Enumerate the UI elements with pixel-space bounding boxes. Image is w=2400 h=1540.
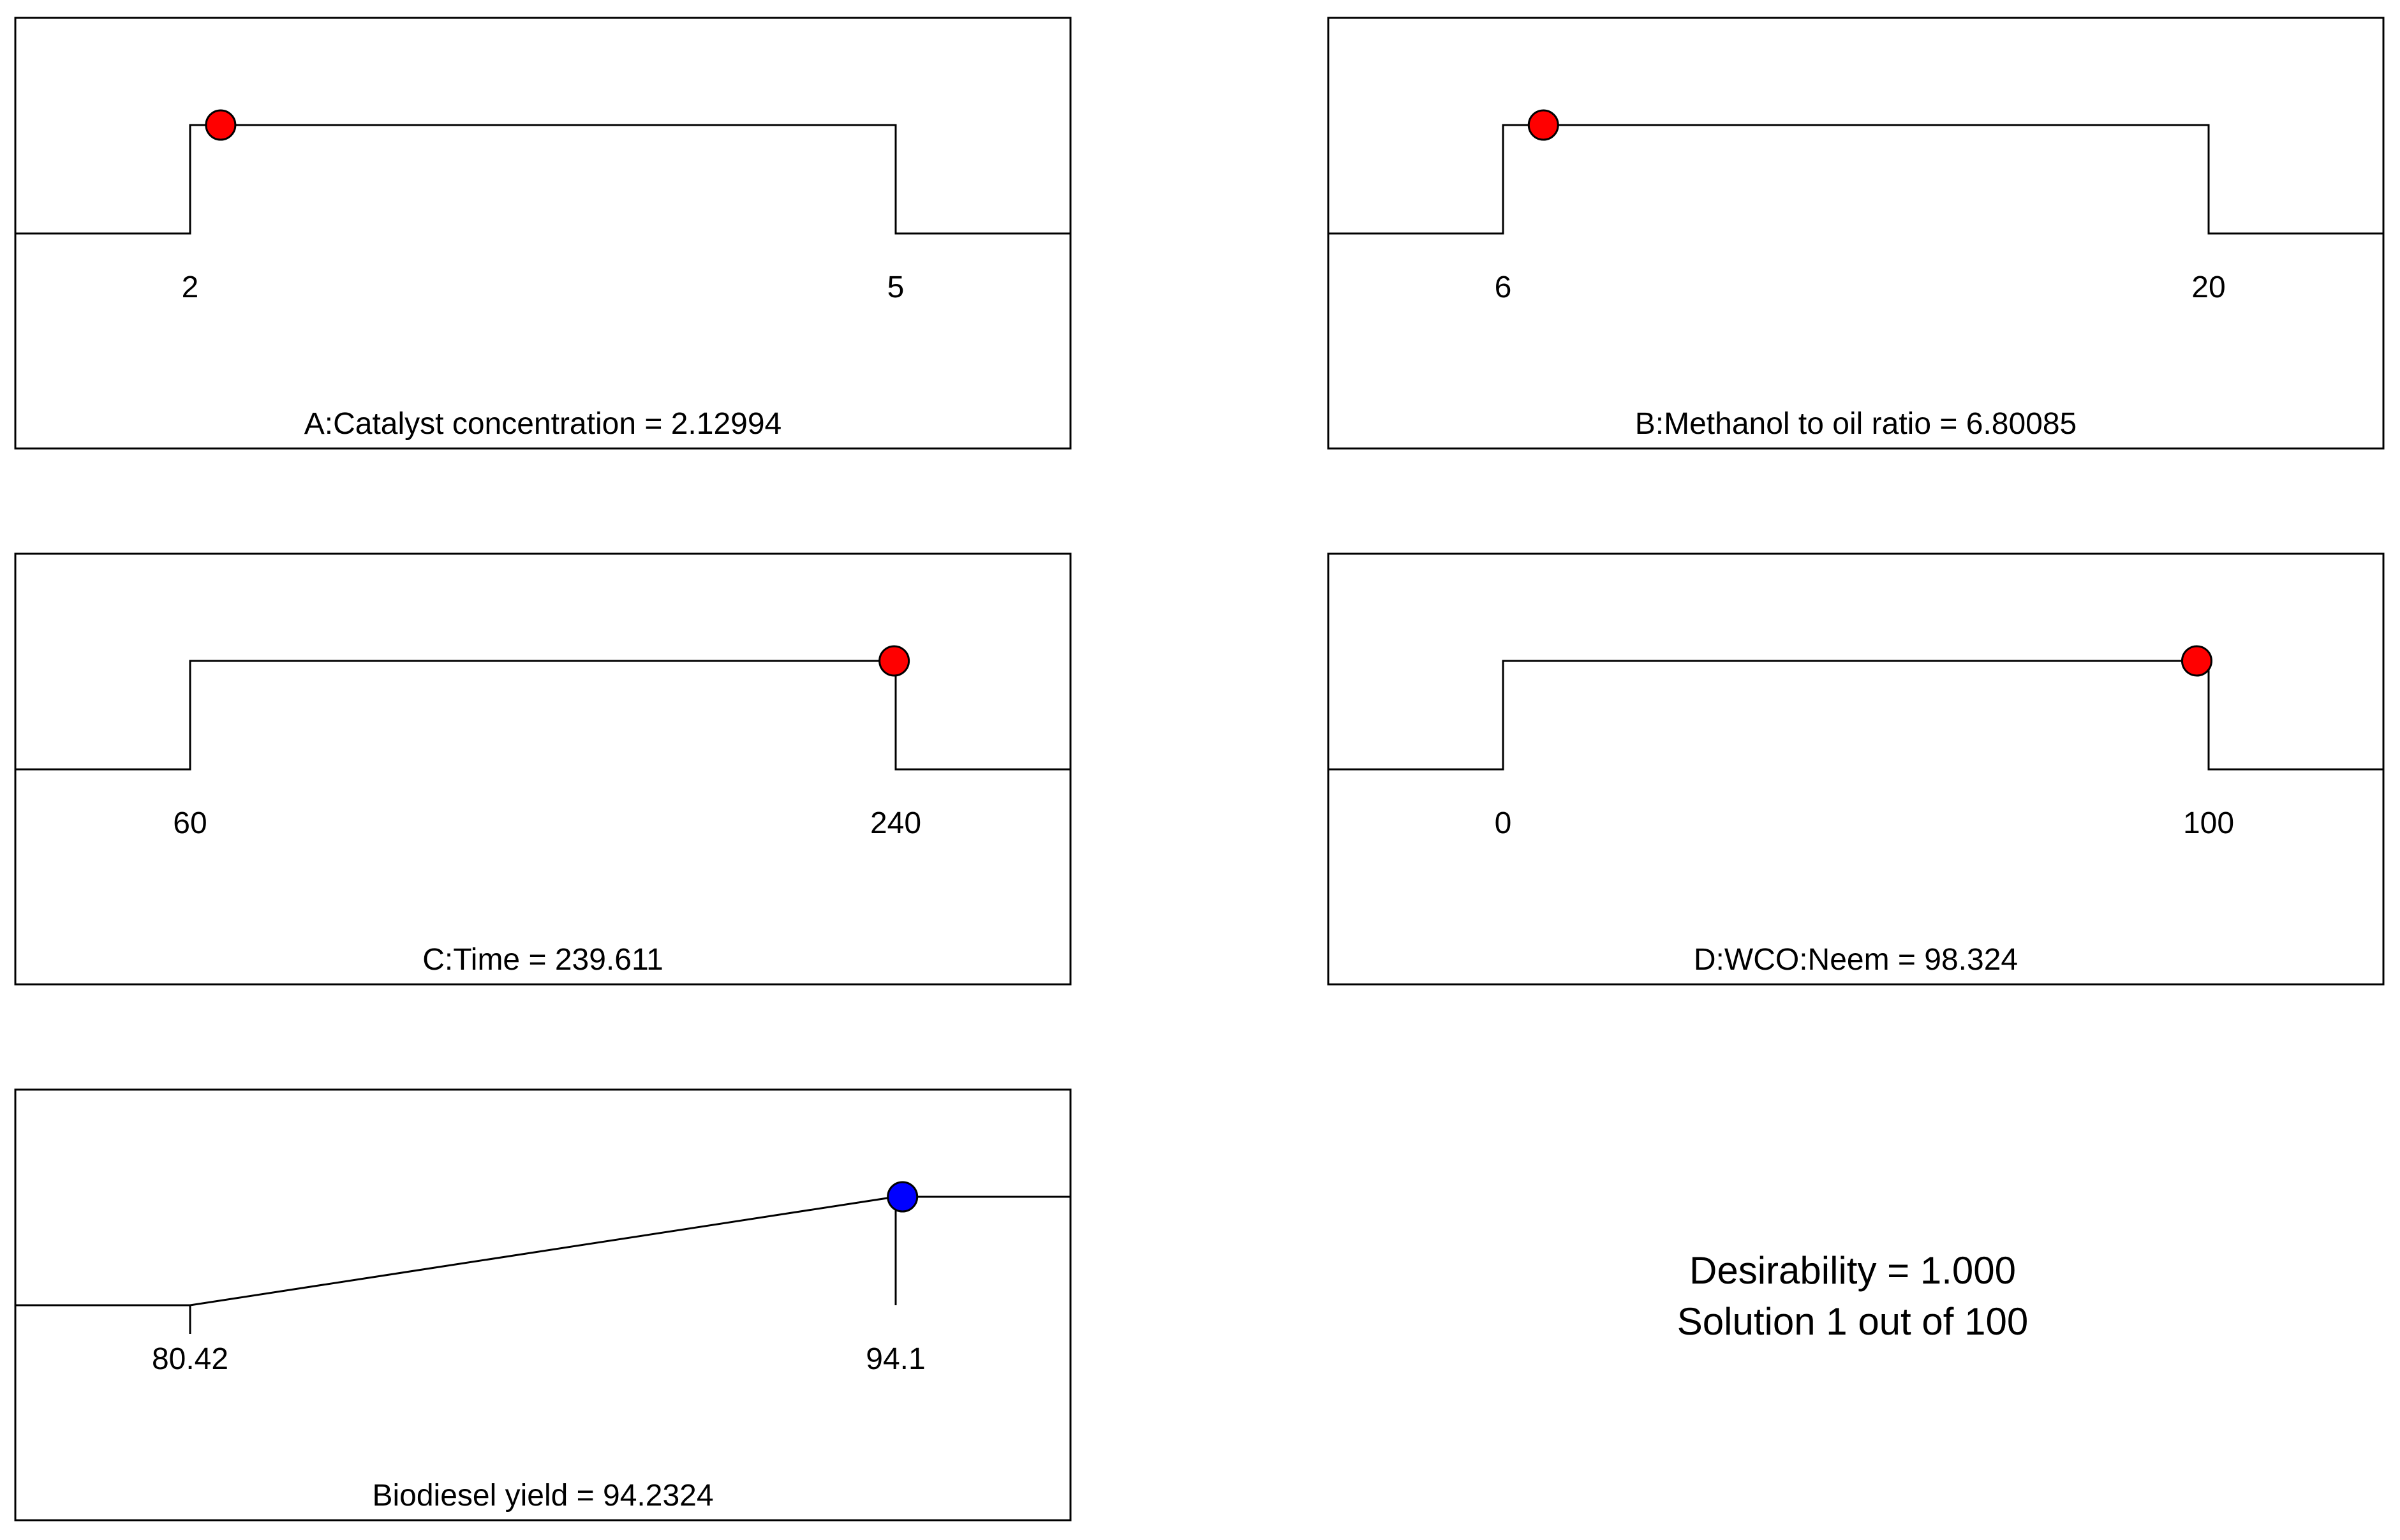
tick-label: 6: [1495, 270, 1512, 304]
tick-label: 100: [2183, 806, 2234, 840]
ramp-panels: 2 5A:Catalyst concentration = 2.12994 6 20B…: [14, 17, 2385, 1521]
tick-label: 0: [1495, 806, 1512, 840]
panel-title: C:Time = 239.611: [422, 943, 663, 977]
tick-label: 60: [173, 806, 207, 840]
desirability-ramp-line: [15, 124, 1070, 235]
tick-label: 2: [182, 270, 199, 304]
optimum-marker: [1527, 109, 1559, 141]
optimum-marker: [2181, 645, 2212, 677]
solution-text: Solution 1 out of 100: [1677, 1300, 2028, 1343]
panel-title: Biodiesel yield = 94.2324: [372, 1479, 713, 1513]
tick-label: 94.1: [866, 1342, 925, 1376]
optimum-marker: [878, 645, 910, 677]
panel-title: D:WCO:Neem = 98.324: [1694, 943, 2018, 977]
optimum-marker: [887, 1181, 919, 1213]
tick-label: 20: [2191, 270, 2225, 304]
desirability-ramp-line: [1328, 124, 2383, 235]
tick-label: 240: [870, 806, 921, 840]
tick-label: 80.42: [152, 1342, 228, 1376]
desirability-ramp-line: [15, 1196, 1070, 1307]
desirability-text: Desirability = 1.000: [1689, 1249, 2016, 1292]
ramp-panel-1: 2 5A:Catalyst concentration = 2.12994: [14, 17, 1072, 450]
tick-label: 5: [887, 270, 905, 304]
desirability-ramp-line: [15, 660, 1070, 771]
panel-title: B:Methanol to oil ratio = 6.80085: [1635, 407, 2077, 441]
panel-title: A:Catalyst concentration = 2.12994: [304, 407, 781, 441]
optimum-marker: [205, 109, 237, 141]
desirability-ramp-line: [1328, 660, 2383, 771]
ramp-panel-2: 6 20B:Methanol to oil ratio = 6.80085: [1327, 17, 2385, 450]
